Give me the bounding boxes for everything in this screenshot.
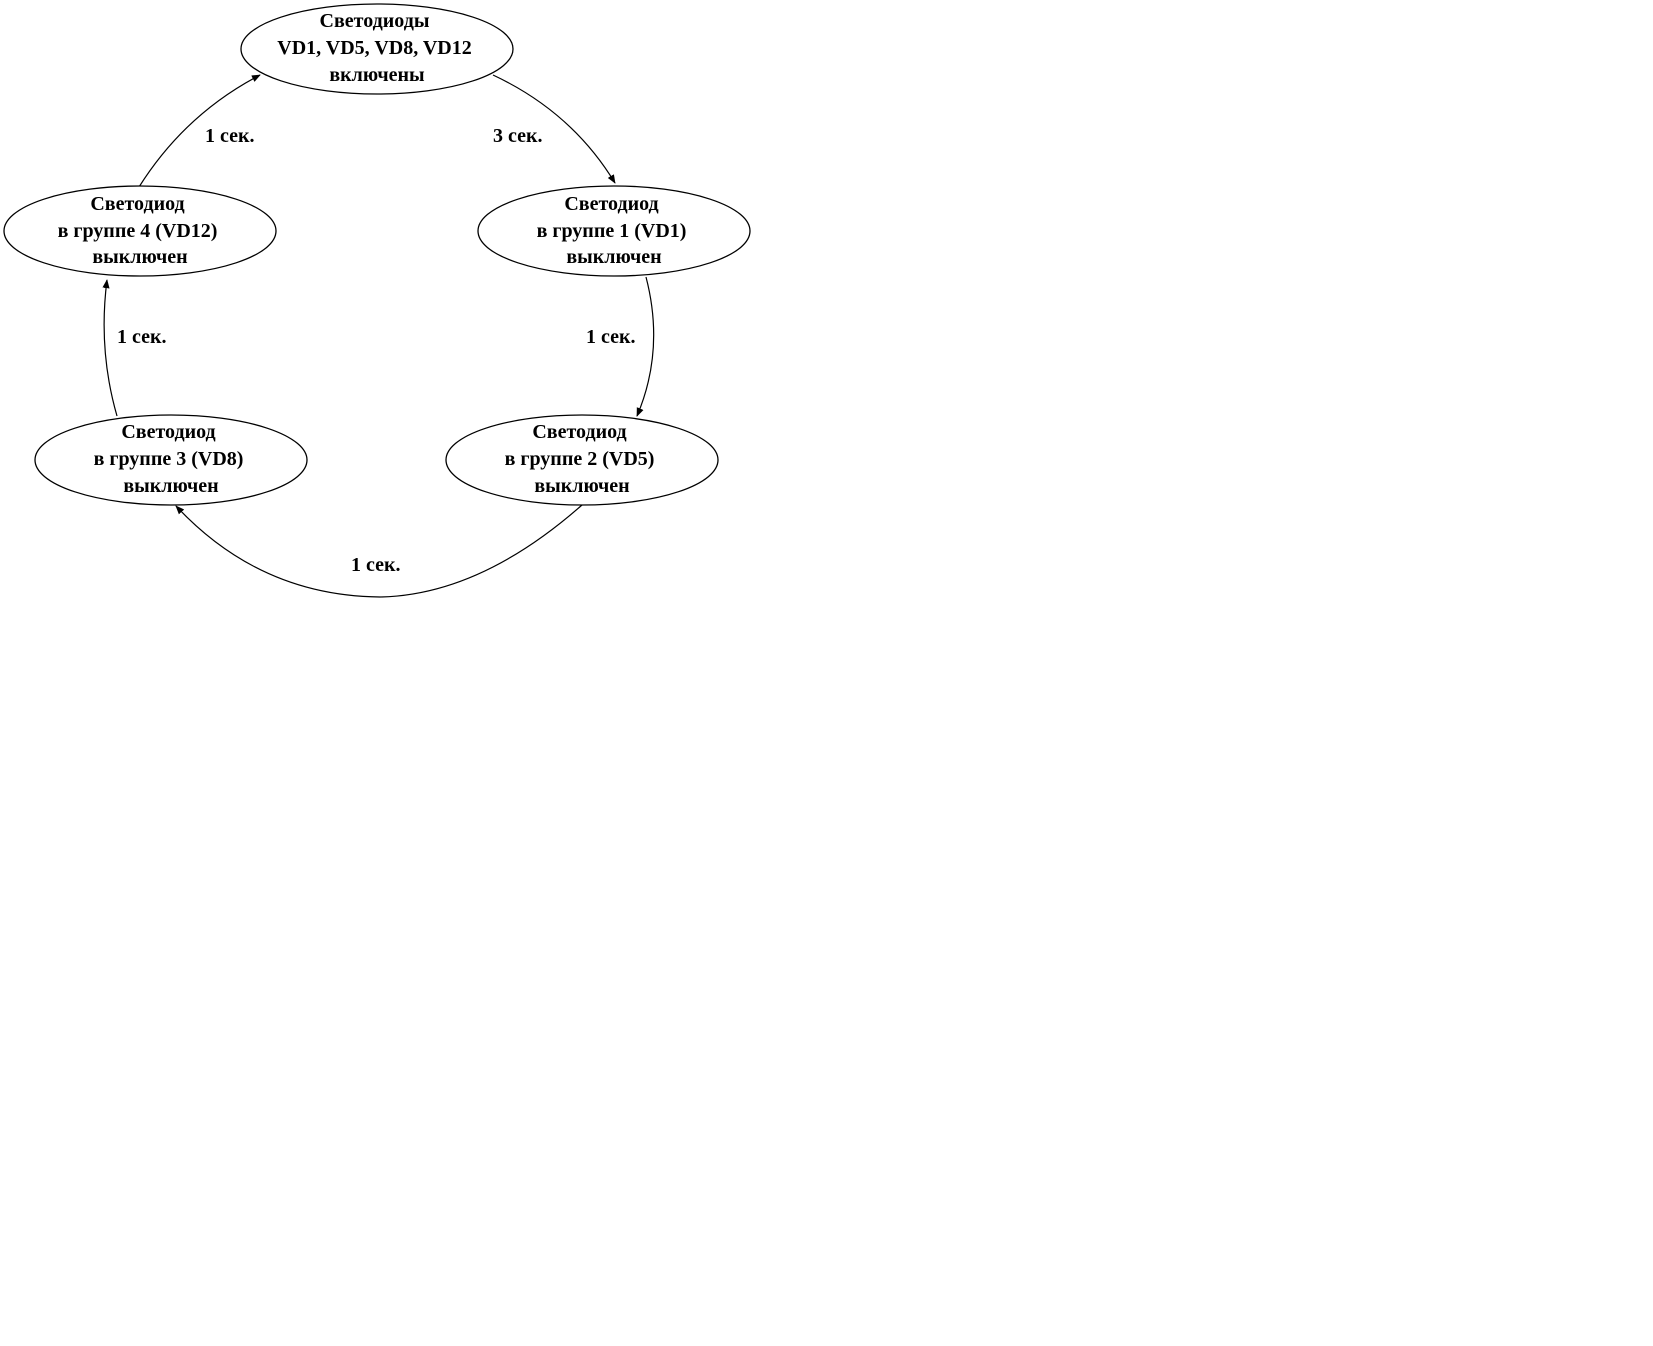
node-group-2-off: Светодиод в группе 2 (VD5) выключен — [445, 414, 719, 506]
edge-group-1-to-group-2 — [636, 276, 655, 417]
node-shape — [477, 185, 751, 277]
edge-all-on-to-group-1 — [492, 74, 616, 184]
edge-label-1-sec-right: 1 сек. — [586, 326, 636, 348]
node-group-1-off: Светодиод в группе 1 (VD1) выключен — [477, 185, 751, 277]
node-shape — [3, 185, 277, 277]
edge-label-1-sec-bottom: 1 сек. — [351, 554, 401, 576]
edge-group-3-to-group-4 — [102, 279, 118, 417]
node-group-4-off: Светодиод в группе 4 (VD12) выключен — [3, 185, 277, 277]
node-all-on: Светодиоды VD1, VD5, VD8, VD12 включены — [240, 3, 514, 95]
node-group-3-off: Светодиод в группе 3 (VD8) выключен — [34, 414, 308, 506]
node-label: Светодиод в группе 4 (VD12) выключен — [58, 193, 223, 268]
node-shape — [240, 3, 514, 95]
edge-group-2-to-group-3 — [175, 504, 583, 598]
node-label: Светодиоды VD1, VD5, VD8, VD12 включены — [277, 10, 476, 86]
node-shape — [34, 414, 308, 506]
edge-group-4-to-all-on — [138, 74, 261, 188]
node-shape — [445, 414, 719, 506]
node-label: Светодиод в группе 1 (VD1) выключен — [537, 193, 692, 268]
edge-label-3-sec: 3 сек. — [493, 125, 543, 147]
edge-label-1-sec-left: 1 сек. — [117, 326, 167, 348]
node-label: Светодиод в группе 3 (VD8) выключен — [94, 421, 249, 497]
edge-label-1-sec-top-left: 1 сек. — [205, 125, 255, 147]
edges: 3 сек. 1 сек. 1 сек. 1 сек. 1 сек. — [102, 74, 655, 598]
node-label: Светодиод в группе 2 (VD5) выключен — [505, 421, 660, 497]
